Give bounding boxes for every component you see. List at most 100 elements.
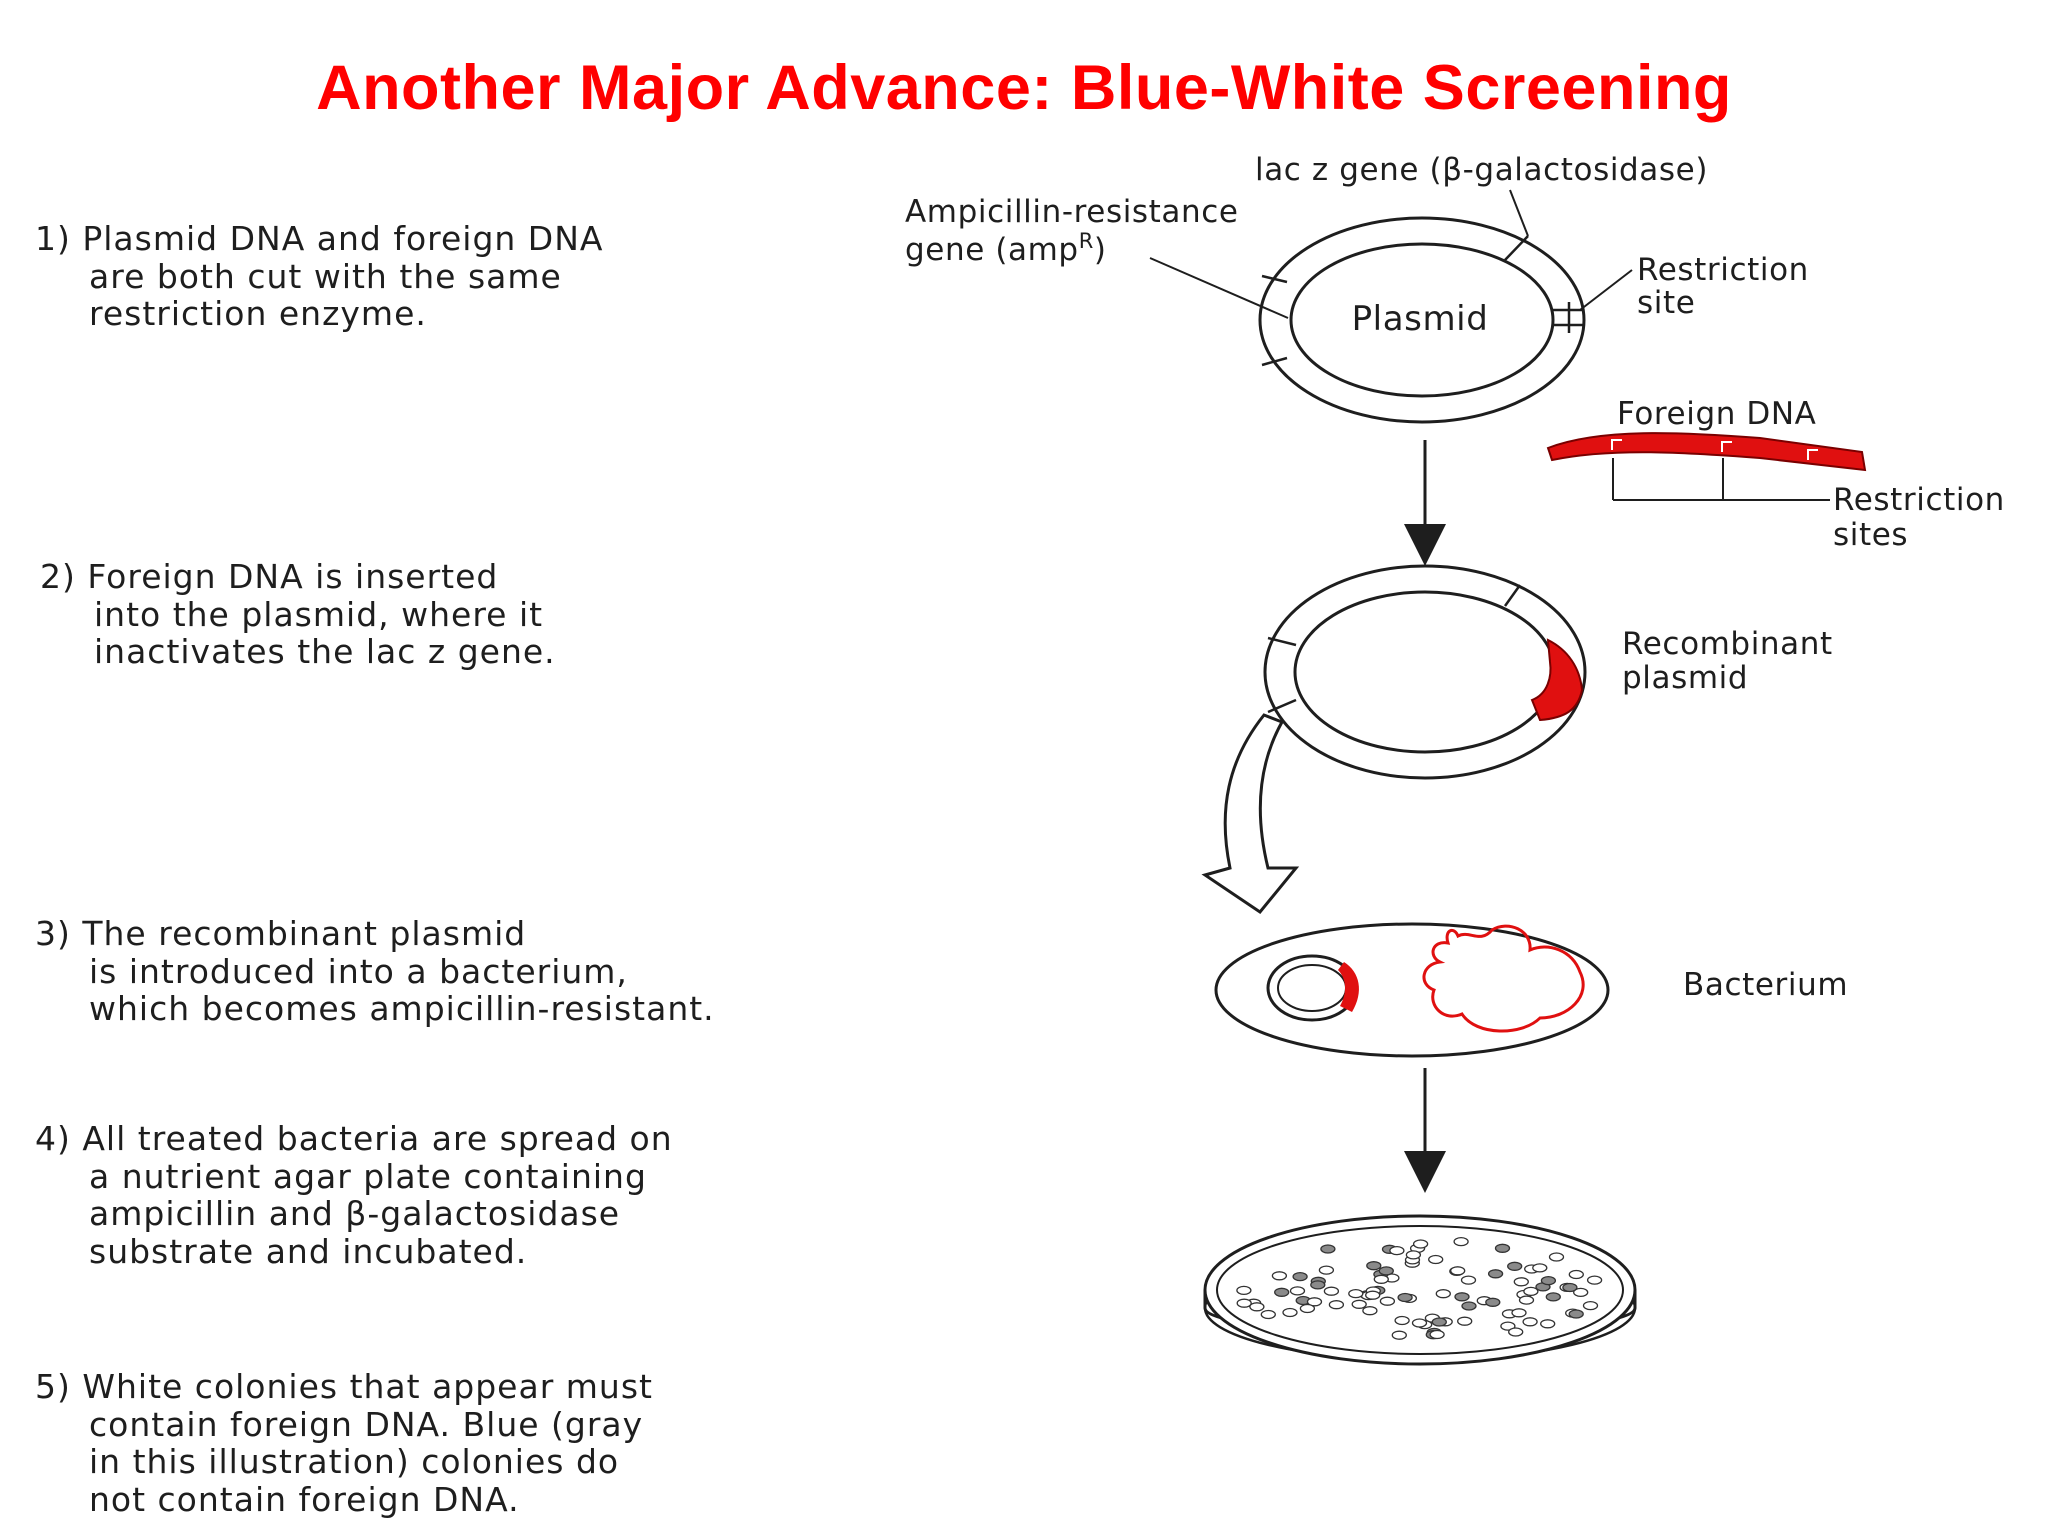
step-4-line-2: a nutrient agar plate containing <box>89 1156 647 1196</box>
white-colony <box>1299 1303 1316 1314</box>
step-5-line-1: 5) White colonies that appear must <box>35 1367 653 1406</box>
white-colony <box>1391 1330 1407 1340</box>
white-colony <box>1428 1254 1444 1265</box>
blue-colony <box>1461 1301 1477 1311</box>
white-colony <box>1500 1321 1516 1331</box>
white-colony <box>1435 1289 1451 1299</box>
step-1-line-3: restriction enzyme. <box>89 294 427 333</box>
white-colony <box>1523 1286 1539 1297</box>
bacterium-label: Bacterium <box>1683 967 1848 1003</box>
colonies <box>1236 1236 1603 1340</box>
blue-colony <box>1431 1317 1447 1327</box>
step-2-line-2: into the plasmid, where it <box>94 594 544 634</box>
white-colony <box>1540 1319 1556 1329</box>
step-1-line-2: are both cut with the same <box>89 256 562 296</box>
blue-colony <box>1487 1269 1504 1279</box>
restriction-site-label-1: Restriction <box>1637 252 1809 288</box>
step-5-line-4: not contain foreign DNA. <box>89 1479 520 1519</box>
white-colony <box>1568 1269 1584 1280</box>
transformation-arrow <box>1201 713 1300 915</box>
amp-gene-boundary-bottom <box>1261 356 1288 367</box>
white-colony <box>1460 1275 1477 1285</box>
amp-label-line-1: Ampicillin-resistance <box>905 194 1239 230</box>
white-colony <box>1405 1250 1422 1260</box>
blue-colony <box>1397 1292 1413 1303</box>
blue-colony <box>1292 1271 1308 1282</box>
lacz-leader <box>1509 189 1529 237</box>
white-colony <box>1236 1285 1252 1296</box>
step-4-line-4: substrate and incubated. <box>89 1231 528 1271</box>
restriction-site-leader <box>1579 269 1633 311</box>
step-3-line-1: 3) The recombinant plasmid <box>35 914 527 953</box>
sticky-end-2 <box>1721 441 1732 452</box>
recombinant-plasmid <box>1263 564 1587 780</box>
white-colony <box>1323 1286 1340 1296</box>
step-2: 2) Foreign DNA is inserted into the plas… <box>40 558 556 671</box>
white-colony <box>1522 1317 1538 1327</box>
white-colony <box>1412 1239 1429 1249</box>
amp-label-line-2: gene (ampR) <box>905 229 1107 268</box>
step-2-line-1: 2) Foreign DNA is inserted <box>40 557 499 596</box>
white-colony <box>1379 1296 1396 1306</box>
recombinant-label-2: plasmid <box>1622 660 1748 696</box>
step-4-line-1: 4) All treated bacteria are spread on <box>35 1119 673 1158</box>
white-colony <box>1450 1266 1466 1276</box>
blue-colony <box>1366 1261 1382 1271</box>
restriction-sites-label-2: sites <box>1833 517 1908 553</box>
white-colony <box>1429 1329 1445 1340</box>
step-1: 1) Plasmid DNA and foreign DNA are both … <box>35 220 603 333</box>
blue-colony <box>1274 1287 1290 1297</box>
white-colony <box>1411 1318 1428 1328</box>
white-colony <box>1362 1306 1378 1316</box>
step-5: 5) White colonies that appear must conta… <box>35 1368 653 1518</box>
step-2-line-3: inactivates the lac z gene. <box>94 632 556 671</box>
step-4: 4) All treated bacteria are spread on a … <box>35 1120 673 1270</box>
step-5-line-2: contain foreign DNA. Blue (gray <box>89 1404 644 1444</box>
bacterium <box>1214 922 1610 1058</box>
lacz-label: lac z gene (β-galactosidase) <box>1255 152 1708 188</box>
step-1-line-1: 1) Plasmid DNA and foreign DNA <box>35 219 604 258</box>
blue-colony <box>1454 1292 1470 1302</box>
blue-colony <box>1320 1244 1336 1254</box>
sticky-end-1 <box>1611 439 1622 450</box>
inserted-foreign-dna <box>1530 638 1584 722</box>
step-3-line-3: which becomes ampicillin-resistant. <box>89 989 715 1028</box>
amp-leader <box>1149 257 1289 319</box>
white-colony <box>1282 1307 1298 1318</box>
page-title: Another Major Advance: Blue-White Screen… <box>316 53 1732 123</box>
white-colony <box>1306 1297 1323 1307</box>
white-colony <box>1348 1288 1364 1299</box>
white-colony <box>1351 1299 1367 1309</box>
white-colony <box>1548 1252 1565 1262</box>
white-colony <box>1582 1300 1599 1311</box>
plasmid-label: Plasmid <box>1352 299 1489 339</box>
white-colony <box>1586 1275 1603 1285</box>
sticky-end-3 <box>1807 449 1818 460</box>
step-3-line-2: is introduced into a bacterium, <box>89 951 628 991</box>
foreign-dna-fragment <box>1546 432 1867 472</box>
step-4-line-3: ampicillin and β-galactosidase <box>89 1194 621 1233</box>
white-colony <box>1457 1316 1473 1326</box>
foreign-dna-label: Foreign DNA <box>1617 396 1817 432</box>
plasmid: Plasmid <box>1258 216 1586 424</box>
recombinant-label-1: Recombinant <box>1622 626 1833 662</box>
white-colony <box>1518 1295 1535 1305</box>
agar-plate <box>1203 1214 1637 1366</box>
restriction-site-label-2: site <box>1637 285 1695 321</box>
white-colony <box>1318 1265 1335 1275</box>
step-3: 3) The recombinant plasmid is introduced… <box>35 915 715 1028</box>
white-colony <box>1389 1245 1405 1256</box>
blue-colony <box>1540 1275 1557 1286</box>
white-colony <box>1511 1308 1527 1318</box>
bacterial-chromosome <box>1422 924 1585 1033</box>
blue-colony <box>1310 1280 1326 1290</box>
white-colony <box>1365 1290 1381 1300</box>
white-colony <box>1289 1286 1306 1296</box>
step-5-line-3: in this illustration) colonies do <box>89 1442 620 1481</box>
white-colony <box>1573 1287 1589 1298</box>
blue-colony <box>1545 1292 1561 1302</box>
blue-colony <box>1378 1266 1394 1276</box>
white-colony <box>1249 1302 1265 1312</box>
white-colony <box>1271 1271 1288 1281</box>
